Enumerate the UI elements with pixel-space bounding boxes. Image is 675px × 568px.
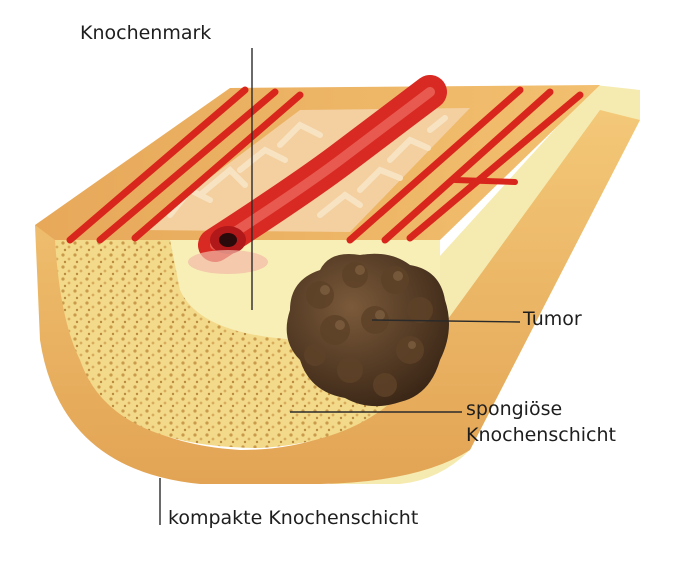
label-spongy-line1: spongiöse <box>466 396 616 422</box>
label-spongy-bone: spongiöse Knochenschicht <box>466 396 616 448</box>
label-tumor: Tumor <box>523 306 582 332</box>
branch-vessel <box>455 180 515 182</box>
label-compact-bone: kompakte Knochenschicht <box>168 505 418 531</box>
label-knochenmark: Knochenmark <box>80 20 211 46</box>
label-spongy-line2: Knochenschicht <box>466 422 616 448</box>
